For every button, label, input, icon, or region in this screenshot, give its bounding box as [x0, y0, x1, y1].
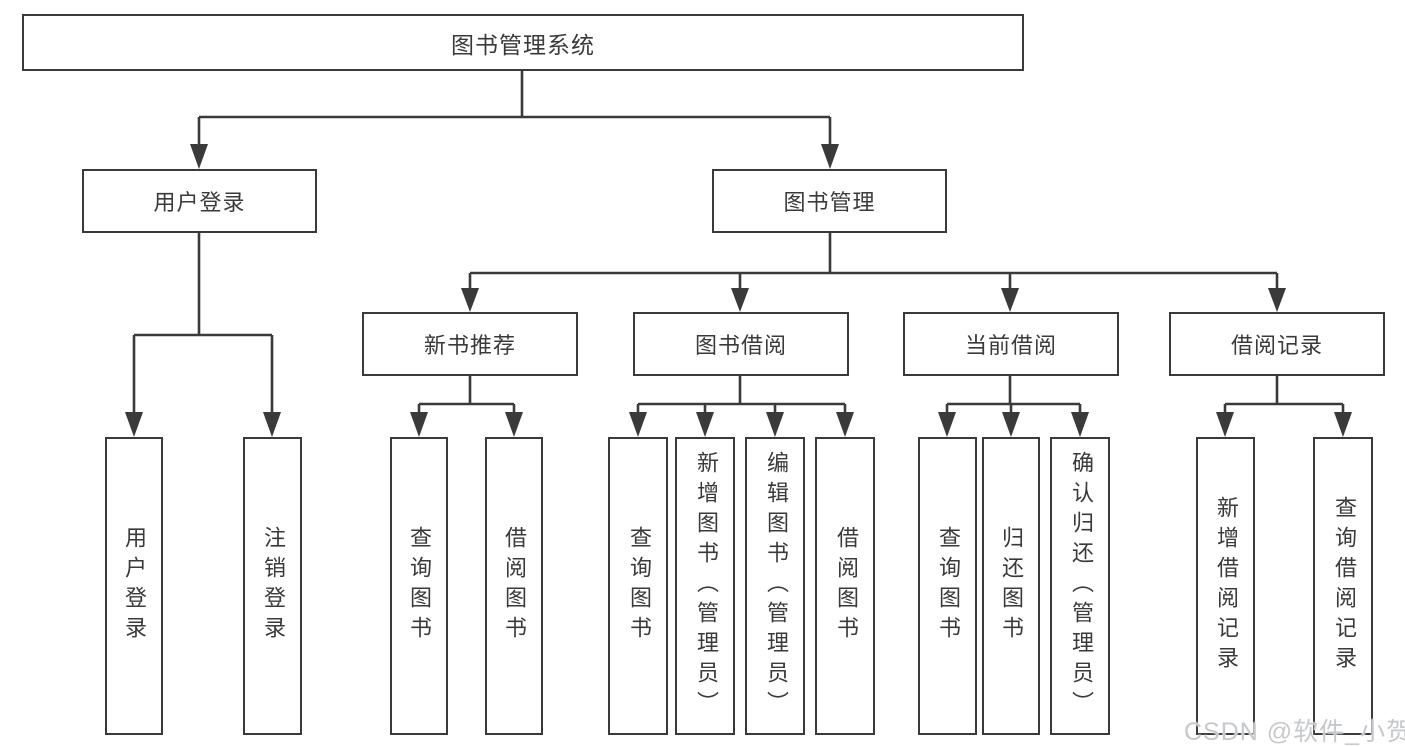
node-borrow-records: 借阅记录	[1169, 312, 1385, 376]
leaf-confirm-return-admin: 确认归还（管理员）	[1050, 437, 1110, 735]
leaf-logout: 注销登录	[243, 437, 302, 735]
leaf-borrow-books-1: 借阅图书	[485, 437, 543, 735]
leaf-add-borrow-record: 新增借阅记录	[1196, 437, 1255, 735]
leaf-return-books: 归还图书	[982, 437, 1040, 735]
node-root-system: 图书管理系统	[22, 14, 1024, 71]
leaf-query-books-1: 查询图书	[390, 437, 448, 735]
csdn-watermark: CSDN @软件_小贺同学	[1184, 718, 1405, 746]
arrowhead-icons	[125, 144, 1352, 437]
leaf-user-login: 用户登录	[105, 437, 163, 735]
node-book-management: 图书管理	[712, 169, 947, 233]
leaf-add-books-admin: 新增图书（管理员）	[675, 437, 735, 735]
leaf-edit-books-admin: 编辑图书（管理员）	[745, 437, 805, 735]
node-user-login: 用户登录	[82, 169, 317, 233]
leaf-borrow-books-2: 借阅图书	[815, 437, 875, 735]
leaf-query-books-2: 查询图书	[608, 437, 668, 735]
node-new-book-recommend: 新书推荐	[362, 312, 578, 376]
leaf-query-books-3: 查询图书	[918, 437, 977, 735]
leaf-query-borrow-record: 查询借阅记录	[1313, 437, 1373, 735]
node-book-borrow: 图书借阅	[633, 312, 849, 376]
node-current-borrow: 当前借阅	[903, 312, 1119, 376]
